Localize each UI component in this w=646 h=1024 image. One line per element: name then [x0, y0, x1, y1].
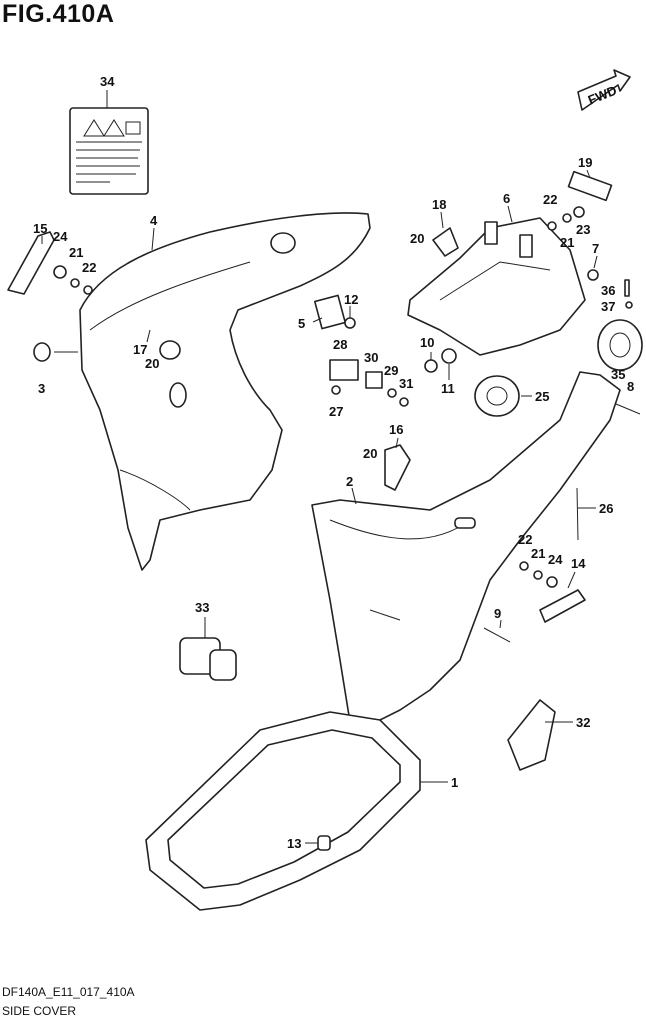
mount-35-part — [597, 319, 643, 371]
port-side-cover-part — [79, 212, 371, 571]
callout-21-left: 21 — [69, 245, 83, 260]
figure-caption: SIDE COVER — [2, 1004, 77, 1018]
callout-32: 32 — [576, 715, 590, 730]
clip-part — [432, 227, 459, 257]
callout-13: 13 — [287, 836, 301, 851]
callout-34: 34 — [100, 74, 115, 89]
grommet-part — [33, 342, 51, 362]
callout-26: 26 — [599, 501, 613, 516]
callout-4: 4 — [150, 213, 158, 228]
callout-20-top: 20 — [410, 231, 424, 246]
grommet-25-part — [474, 375, 520, 417]
callout-19: 19 — [578, 155, 592, 170]
callout-9: 9 — [494, 606, 501, 621]
callout-21-top: 21 — [560, 235, 574, 250]
callout-33: 33 — [195, 600, 209, 615]
bracket-16-part — [384, 444, 411, 491]
callout-30: 30 — [364, 350, 378, 365]
callout-24-right: 24 — [548, 552, 563, 567]
callout-5: 5 — [298, 316, 305, 331]
callout-16: 16 — [389, 422, 403, 437]
callout-labels: 34 4 15 24 21 22 3 5 12 17 20 6 18 20 19… — [33, 74, 634, 851]
washer-10-part — [424, 359, 438, 373]
callout-20-mid: 20 — [363, 446, 377, 461]
callout-1: 1 — [451, 775, 458, 790]
callout-28: 28 — [333, 337, 347, 352]
callout-8: 8 — [627, 379, 634, 394]
callout-22-right: 22 — [518, 532, 532, 547]
callout-21-right: 21 — [531, 546, 545, 561]
callout-37: 37 — [601, 299, 615, 314]
callout-20-left: 20 — [145, 356, 159, 371]
callout-36: 36 — [601, 283, 615, 298]
plug-33-part — [179, 637, 237, 681]
port-handle-part — [7, 231, 93, 295]
callout-7: 7 — [592, 241, 599, 256]
tie-26-part — [576, 487, 579, 541]
washer-23-part — [573, 206, 585, 218]
bolt-8-part — [615, 403, 641, 415]
bracket-part — [313, 294, 356, 330]
callout-25: 25 — [535, 389, 549, 404]
support-frame-part — [407, 217, 586, 356]
callout-22-top: 22 — [543, 192, 557, 207]
callout-35: 35 — [611, 367, 625, 382]
callout-23: 23 — [576, 222, 590, 237]
callout-31: 31 — [399, 376, 413, 391]
callout-14: 14 — [571, 556, 586, 571]
callout-10: 10 — [420, 335, 434, 350]
bolt-7-part — [587, 269, 599, 281]
callout-15: 15 — [33, 221, 47, 236]
fwd-arrow-icon: FWD — [577, 69, 631, 111]
starboard-handle-part — [519, 561, 586, 623]
nut-37-part — [625, 301, 633, 309]
bracket-19-part — [567, 170, 613, 202]
washer-21-part — [562, 213, 572, 223]
screw-36-part — [624, 279, 630, 297]
clip-32-part — [507, 699, 556, 771]
callout-27: 27 — [329, 404, 343, 419]
starboard-side-cover-part — [311, 371, 621, 723]
callout-24-left: 24 — [53, 229, 68, 244]
callout-29: 29 — [384, 363, 398, 378]
callout-11: 11 — [441, 381, 455, 396]
callout-12: 12 — [344, 292, 358, 307]
plug-13-part — [317, 835, 331, 851]
leader-lines — [41, 90, 621, 844]
callout-6: 6 — [503, 191, 510, 206]
seal-ring-part — [145, 711, 421, 911]
callout-2: 2 — [346, 474, 353, 489]
washer-22-part — [547, 221, 557, 231]
collar-11-part — [441, 348, 457, 364]
callout-17: 17 — [133, 342, 147, 357]
figure-code: DF140A_E11_017_410A — [2, 985, 135, 999]
caution-label-part — [69, 107, 149, 195]
bolt-9-part — [483, 627, 511, 643]
callout-3: 3 — [38, 381, 45, 396]
callout-22-left: 22 — [82, 260, 96, 275]
figure-title: FIG.410A — [2, 0, 115, 28]
callout-18: 18 — [432, 197, 446, 212]
switch-group-part — [329, 359, 409, 407]
